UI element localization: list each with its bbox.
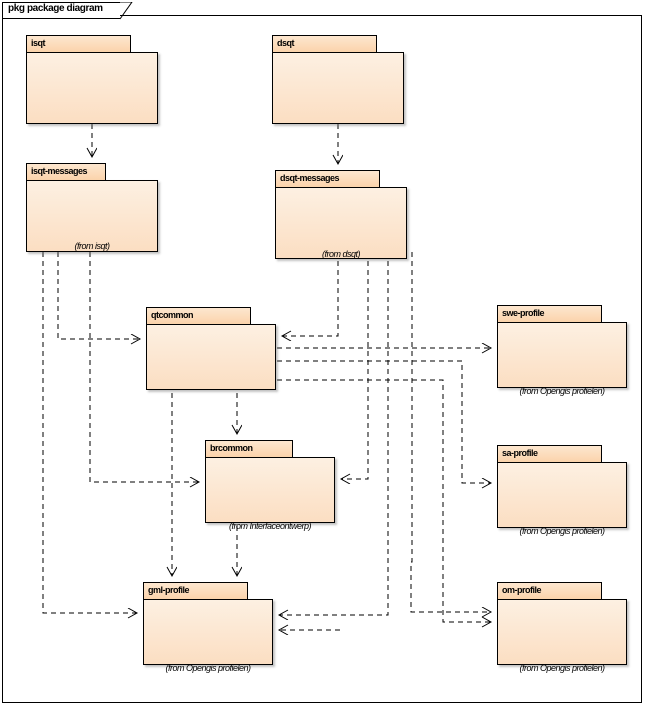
package-from-label: (from dsqt)	[321, 249, 361, 259]
package-name: om-profile	[502, 585, 542, 595]
package-name: brcommon	[210, 443, 253, 453]
package-from-label: (from Opengis profielen)	[519, 526, 605, 536]
package-body	[497, 599, 627, 665]
package-tab	[146, 307, 251, 325]
package-body	[146, 324, 276, 390]
package-from-label: (from isqt)	[74, 241, 111, 251]
package-from-label: (from Opengis profielen)	[519, 386, 605, 396]
package-tab	[143, 582, 248, 600]
package-tab	[26, 35, 131, 53]
package-body	[497, 322, 627, 388]
diagram-frame-tab-corner	[119, 2, 133, 20]
package-from-label: (from Interfaceontwerp)	[228, 521, 312, 531]
diagram-frame	[2, 15, 642, 703]
package-tab	[497, 305, 602, 323]
package-name: qtcommon	[151, 310, 194, 320]
package-name: dsqt	[277, 38, 295, 48]
package-name: sa-profile	[502, 448, 538, 458]
package-from-label: (from Opengis profielen)	[519, 663, 605, 673]
package-from-label: (from Opengis profielen)	[165, 663, 251, 673]
package-body	[275, 187, 407, 259]
package-name: gml-profile	[148, 585, 190, 595]
diagram-title: pkg package diagram	[8, 3, 103, 14]
package-body	[497, 462, 627, 528]
package-tab	[205, 440, 293, 458]
package-body	[26, 180, 158, 252]
package-name: isqt-messages	[31, 166, 88, 176]
package-body	[272, 52, 404, 124]
package-tab	[497, 582, 602, 600]
package-tab	[272, 35, 377, 53]
package-body	[26, 52, 158, 124]
package-body	[205, 457, 335, 523]
diagram-frame-tab	[2, 2, 120, 19]
package-tab	[275, 170, 380, 188]
package-name: swe-profile	[502, 308, 545, 318]
package-tab	[26, 163, 106, 181]
package-body	[143, 599, 273, 665]
package-name: isqt	[31, 38, 46, 48]
package-name: dsqt-messages	[280, 173, 340, 183]
package-tab	[497, 445, 602, 463]
